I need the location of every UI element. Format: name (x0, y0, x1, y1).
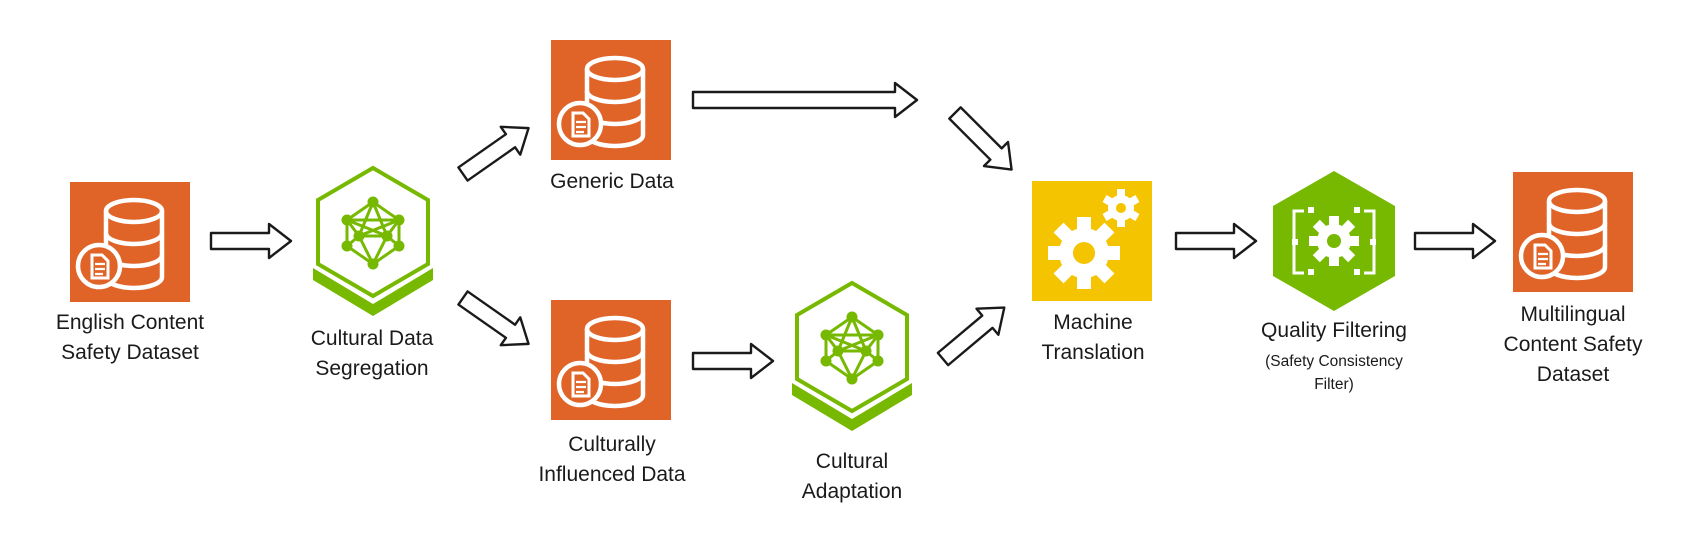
filter-gear-icon (1273, 171, 1395, 311)
filtering-label: Quality Filtering (1261, 316, 1407, 346)
filtering-sublabel: (Safety Consistency Filter) (1265, 350, 1403, 396)
adaptation-line2: Adaptation (801, 480, 903, 503)
culturally-influenced-label: Culturally Influenced Data (538, 430, 685, 490)
arrow-diagonal-to-translation (941, 99, 1025, 183)
arrow-english-to-segregation (209, 222, 293, 260)
arrow-adaptation-to-translation (930, 293, 1017, 374)
multilingual-line2: Content Safety (1503, 333, 1643, 356)
arrow-generic-to-translation (691, 81, 919, 119)
adaptation-label: Cultural Adaptation (802, 447, 902, 507)
translation-line1: Machine (1053, 311, 1133, 334)
segregation-line2: Segregation (315, 357, 429, 380)
adaptation-nn-icon (790, 281, 914, 433)
multilingual-dataset-icon (1513, 172, 1633, 292)
english-dataset-line2: Safety Dataset (61, 341, 199, 364)
arrow-segregation-to-cultural (452, 282, 540, 360)
translation-gears-icon (1032, 181, 1152, 301)
filtering-sub2: Filter) (1314, 376, 1354, 393)
arrow-segregation-to-generic (452, 112, 540, 190)
filtering-line1: Quality Filtering (1261, 319, 1407, 342)
segregation-label: Cultural Data Segregation (311, 324, 434, 384)
multilingual-label: Multilingual Content Safety Dataset (1504, 300, 1643, 390)
segregation-nn-icon (311, 166, 435, 318)
arrow-translation-to-filtering (1174, 222, 1258, 260)
arrow-cultural-to-adaptation (691, 342, 775, 380)
generic-data-line1: Generic Data (550, 170, 674, 193)
adaptation-line1: Cultural (815, 450, 889, 473)
segregation-line1: Cultural Data (310, 327, 434, 350)
generic-data-icon (551, 40, 671, 160)
culturally-influenced-line1: Culturally (568, 433, 656, 456)
translation-line2: Translation (1041, 341, 1145, 364)
filtering-sub1: (Safety Consistency (1265, 353, 1403, 370)
english-dataset-icon (70, 182, 190, 302)
english-dataset-line1: English Content (55, 311, 205, 334)
arrow-filtering-to-multilingual (1413, 222, 1497, 260)
multilingual-line1: Multilingual (1520, 303, 1626, 326)
generic-data-label: Generic Data (550, 167, 674, 197)
multilingual-line3: Dataset (1536, 363, 1610, 386)
culturally-influenced-data-icon (551, 300, 671, 420)
culturally-influenced-line2: Influenced Data (538, 463, 686, 486)
translation-label: Machine Translation (1041, 308, 1144, 368)
english-dataset-label: English Content Safety Dataset (56, 308, 204, 368)
